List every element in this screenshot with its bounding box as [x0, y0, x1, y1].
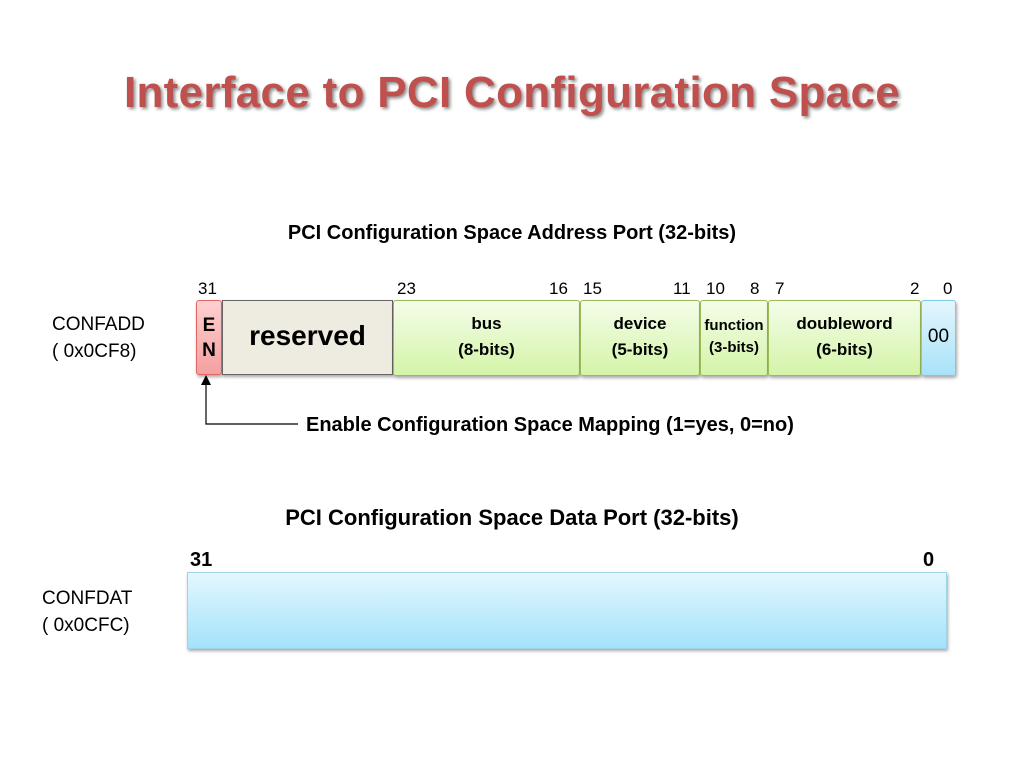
- bit-label-11: 11: [673, 279, 691, 298]
- field-en-line1: E: [202, 314, 216, 336]
- bit-label-10: 10: [706, 279, 725, 298]
- bit-label-23: 23: [397, 279, 416, 298]
- field-function-size: (3-bits): [709, 339, 759, 356]
- confdat-label: CONFDAT ( 0x0CFC): [42, 585, 132, 639]
- confadd-label: CONFADD ( 0x0CF8): [52, 311, 145, 365]
- field-reserved: reserved: [222, 300, 393, 375]
- enable-note: Enable Configuration Space Mapping (1=ye…: [306, 414, 794, 436]
- bit-label-2: 2: [910, 279, 920, 298]
- field-low-bits-label: 00: [927, 326, 950, 347]
- confdat-register-bar: [187, 572, 947, 649]
- field-reserved-label: reserved: [249, 319, 366, 351]
- field-device-size: (5-bits): [611, 340, 669, 359]
- field-doubleword: doubleword (6-bits): [768, 300, 921, 376]
- data-port-caption: PCI Configuration Space Data Port (32-bi…: [285, 505, 739, 530]
- confadd-register-address: ( 0x0CF8): [52, 341, 137, 362]
- enable-arrow-head: [201, 375, 211, 385]
- field-en: E N: [196, 300, 222, 375]
- enable-arrow-line: [205, 384, 298, 425]
- data-bit-label-0: 0: [923, 549, 935, 571]
- field-bus-name: bus: [471, 314, 502, 333]
- field-en-line2: N: [202, 339, 216, 361]
- field-device: device (5-bits): [580, 300, 700, 376]
- address-port-caption: PCI Configuration Space Address Port (32…: [287, 222, 737, 244]
- field-doubleword-name: doubleword: [796, 314, 893, 333]
- enable-arrow: [201, 375, 298, 425]
- slide-title: Interface to PCI Configuration Space: [123, 68, 900, 117]
- field-function-name: function: [704, 317, 764, 334]
- bit-label-0: 0: [943, 279, 953, 298]
- confdat-register-name: CONFDAT: [42, 588, 133, 609]
- field-device-name: device: [613, 314, 667, 333]
- field-bus: bus (8-bits): [393, 300, 580, 376]
- data-bit-label-31: 31: [190, 549, 213, 571]
- bit-label-7: 7: [775, 279, 785, 298]
- field-low-bits: 00: [921, 300, 956, 376]
- field-function: function (3-bits): [700, 300, 768, 376]
- field-bus-size: (8-bits): [458, 340, 515, 359]
- bit-label-8: 8: [750, 279, 760, 298]
- bit-label-31: 31: [198, 279, 217, 298]
- field-doubleword-size: (6-bits): [816, 340, 873, 359]
- bit-label-16: 16: [549, 279, 568, 298]
- confdat-register-address: ( 0x0CFC): [42, 615, 130, 636]
- confadd-register-name: CONFADD: [52, 314, 145, 335]
- bit-label-15: 15: [583, 279, 602, 298]
